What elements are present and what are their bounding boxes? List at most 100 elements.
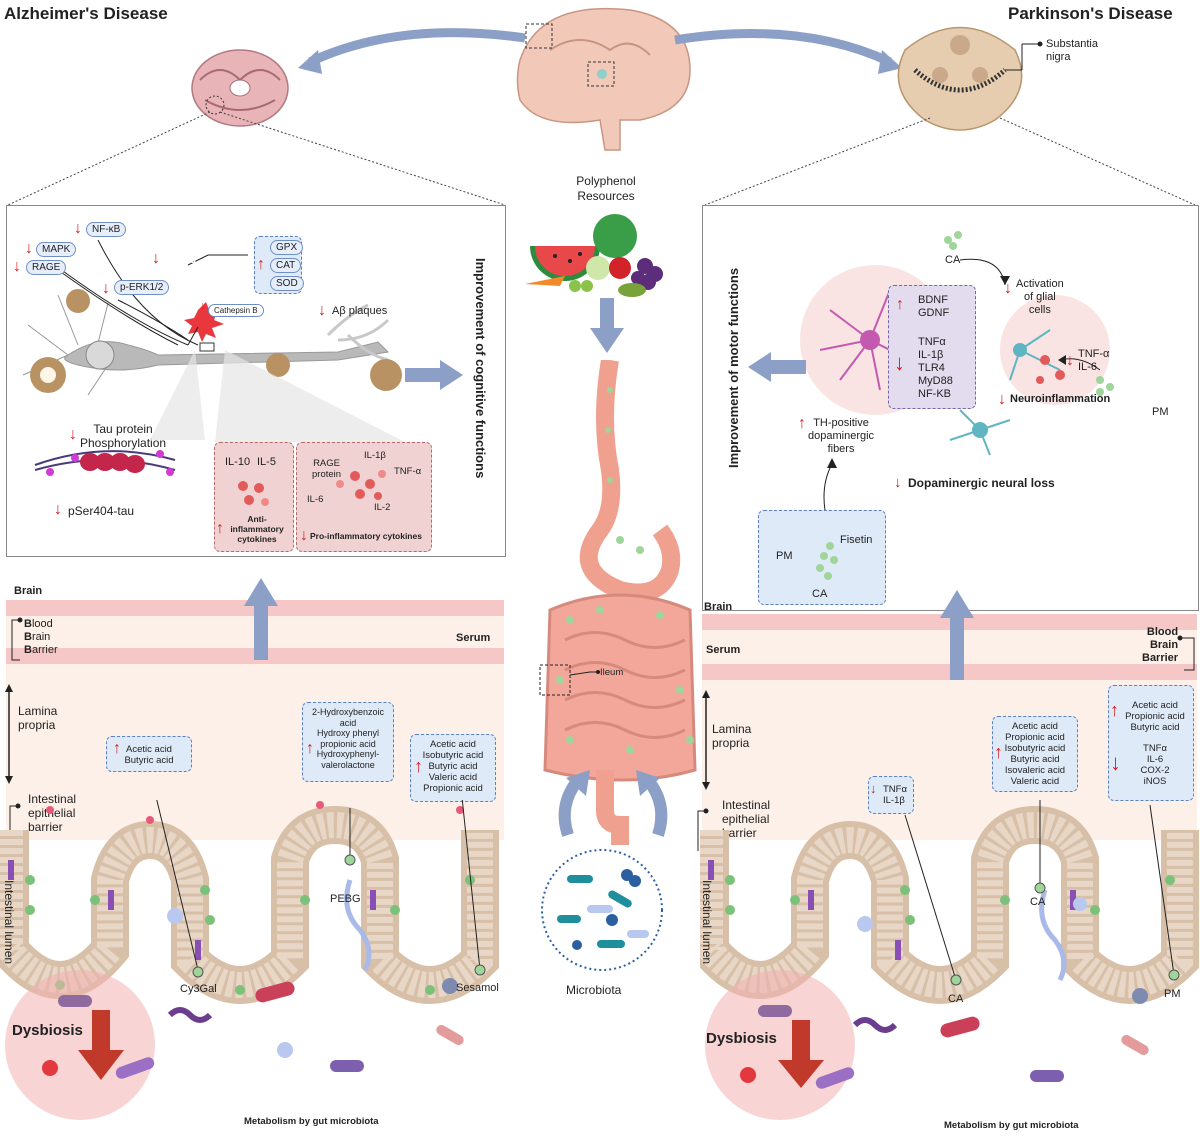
gut-illustration xyxy=(539,360,697,845)
pd-pm-bottom-label: PM xyxy=(1164,988,1181,1000)
down-arrow-icon: ↓ xyxy=(1110,750,1121,775)
ca-box-label: CA xyxy=(812,588,828,600)
fruit-vegetables-icon xyxy=(525,214,663,297)
compound-dots xyxy=(816,542,838,580)
down-arrow-icon: ↓ xyxy=(1066,352,1074,369)
down-arrow-icon: ↓ xyxy=(25,240,33,257)
down-arrow-to-gut xyxy=(590,298,624,353)
anti-inflammatory-box xyxy=(214,442,294,552)
pd-lamina-label: Lamina propria xyxy=(712,722,752,750)
lamina-double-arrow xyxy=(5,684,13,784)
up-arrow-icon: ↑ xyxy=(414,756,423,776)
th-label: TH-positive dopaminergic fibers xyxy=(808,417,875,455)
dopa-loss-label: Dopaminergic neural loss xyxy=(908,476,1055,490)
brain-label: Brain xyxy=(14,585,43,597)
down-arrow-icon: ↓ xyxy=(102,280,110,297)
arrow-to-ad xyxy=(308,28,526,67)
coronal-brain-icon xyxy=(191,49,289,127)
rage-pill: RAGE xyxy=(26,260,67,275)
down-arrow-icon: ↓ xyxy=(74,220,82,237)
mapk-pill: MAPK xyxy=(36,242,77,257)
down-arrow-icon: ↓ xyxy=(54,501,62,518)
il1b-label: IL-1β xyxy=(364,450,386,461)
left-arrow-icon xyxy=(748,352,806,382)
up-arrow-icon: ↑ xyxy=(257,256,265,273)
pd-metabolism-label: Metabolism by gut microbiota xyxy=(944,1120,1079,1131)
ileum-label: Ileum xyxy=(600,667,624,678)
ca-top-label: CA xyxy=(945,254,961,266)
rage-protein-label: RAGE protein xyxy=(312,458,342,480)
microbiota-label: Microbiota xyxy=(566,983,622,997)
pm-right-label: PM xyxy=(1152,406,1169,418)
up-arrow-icon: ↑ xyxy=(994,742,1003,762)
pd-box-3 xyxy=(1108,685,1194,801)
cognitive-improvement-label: Improvement of cognitive functions xyxy=(473,258,488,479)
pd-factors-box xyxy=(888,285,976,409)
cy3gal-label: Cy3Gal xyxy=(180,983,217,995)
lamina-label: Lamina propria xyxy=(18,704,58,732)
pd-bbb-layer-top xyxy=(702,614,1197,630)
il10-label: IL-10 xyxy=(225,456,251,468)
cytokine-dots xyxy=(238,481,269,506)
up-arrow-icon: ↑ xyxy=(113,740,121,757)
serum-label: Serum xyxy=(456,632,491,644)
bbb-label: Blood Brain Barrier xyxy=(24,618,58,656)
pd-epithelial-label: Intestinal epithelial barrier xyxy=(722,798,771,840)
tnfa-label: TNF-α xyxy=(394,466,422,477)
midbrain-icon xyxy=(897,26,1023,131)
down-arrow-icon: ↓ xyxy=(870,781,877,796)
down-arrow-icon: ↓ xyxy=(13,258,21,275)
dysbiosis-label: Dysbiosis xyxy=(12,1022,83,1039)
down-arrow-icon: ↓ xyxy=(998,391,1006,408)
pd-box-3a: Acetic acid Propionic acid Butyric acid xyxy=(1125,700,1185,733)
zoom-cones xyxy=(150,350,405,442)
bdnf-label: BDNF GDNF xyxy=(918,294,950,319)
pd-ca1-label: CA xyxy=(948,993,964,1005)
pd-ca2-label: CA xyxy=(1030,896,1046,908)
cytokine-dots xyxy=(336,470,386,500)
il2-label: IL-2 xyxy=(374,502,391,513)
ad-metabolite-box-2: 2-Hydroxybenzoic acid Hydroxy phenyl pro… xyxy=(302,702,394,782)
ad-intestine-illustration xyxy=(0,800,499,1120)
bacteria-icon xyxy=(58,981,464,1079)
metabolism-label: Metabolism by gut microbiota xyxy=(244,1116,379,1127)
bacteria-icon xyxy=(758,1005,1149,1089)
pd-serum-label: Serum xyxy=(706,644,741,656)
parkinsons-title: Parkinson's Disease xyxy=(1008,4,1173,23)
neuroinflammation-label: Neuroinflammation xyxy=(1010,393,1111,405)
abeta-label: Aβ plaques xyxy=(332,305,388,317)
up-arrow-icon: ↑ xyxy=(306,740,314,757)
pebg-label: PEBG xyxy=(330,893,361,905)
tnf-label: TNF-α IL-6 xyxy=(1078,348,1110,373)
tau-label: Tau protein Phosphorylation xyxy=(80,422,167,450)
microbiota-arrows xyxy=(558,770,668,837)
up-arrow-icon: ↑ xyxy=(896,296,904,313)
right-arrow-icon xyxy=(405,360,463,390)
fisetin-label: Fisetin xyxy=(840,534,873,546)
il6-label: IL-6 xyxy=(307,494,324,505)
pd-dysbiosis-label: Dysbiosis xyxy=(706,1030,777,1047)
top-illustrations xyxy=(7,7,1196,206)
up-arrow-icon: ↑ xyxy=(798,415,806,432)
nfkb-pill: NF-κB xyxy=(86,222,127,237)
pm-label: PM xyxy=(776,550,793,562)
inflammatory-factors-label: TNFα IL-1β TLR4 MyD88 NF-KB xyxy=(918,336,953,400)
up-arrow-icon: ↑ xyxy=(1110,700,1119,720)
il5-label: IL-5 xyxy=(257,456,276,468)
pser-label: pSer404-tau xyxy=(68,504,135,518)
th-arrow xyxy=(823,458,837,516)
pd-serum-layer xyxy=(702,630,1197,664)
down-arrow-icon: ↓ xyxy=(1004,280,1012,297)
pd-box-3b: TNFα IL-6 COX-2 iNOS xyxy=(1140,743,1170,787)
cathepsin-pill: Cathepsin B xyxy=(208,304,264,317)
perk-pill: p-ERK1/2 xyxy=(114,280,170,295)
anti-title: Anti- inflammatory cytokines xyxy=(230,514,284,544)
amyloid-plaque-icon xyxy=(30,289,402,393)
pd-lamina-double-arrow xyxy=(702,690,710,790)
sesamol-label: Sesamol xyxy=(456,982,499,994)
down-arrow-icon: ↓ xyxy=(200,300,206,312)
ad-metabolite-box-3: Acetic acid Isobutyric acid Butyric acid… xyxy=(410,734,496,802)
substantia-nigra-label: Substantia nigra xyxy=(1046,38,1098,63)
pd-box-2: Acetic acid Propionic acid Isobutyric ac… xyxy=(992,716,1078,792)
down-arrow-icon: ↓ xyxy=(894,474,902,491)
